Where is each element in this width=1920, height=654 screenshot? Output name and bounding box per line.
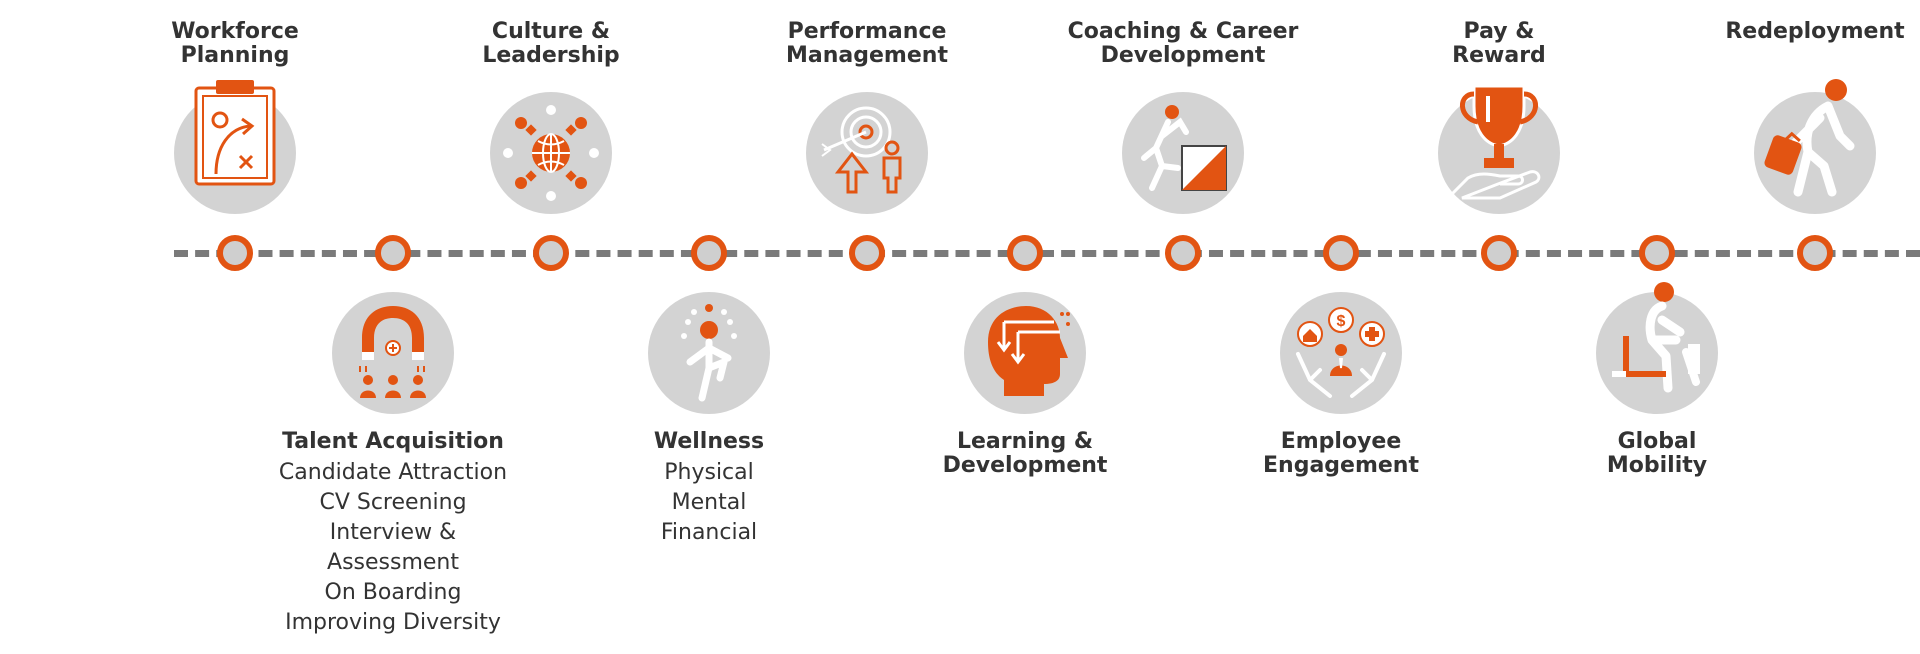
timeline-node: [1323, 235, 1359, 271]
label-workforce-planning: Workforce Planning: [171, 19, 299, 68]
list-item: On Boarding: [324, 580, 462, 605]
label-coaching-career-development: Coaching & Career Development: [1067, 19, 1299, 68]
icon-circle-performance-management: [806, 92, 928, 214]
wellness-sub-list: Physical Mental Financial: [579, 458, 839, 548]
label-employee-engagement: Employee Engagement: [1263, 429, 1419, 478]
icon-circle-culture-leadership: [490, 92, 612, 214]
list-item: Physical: [664, 460, 754, 485]
clipboard-strategy-icon: [194, 80, 276, 186]
list-item: Improving Diversity: [285, 610, 501, 635]
globe-team-icon: [503, 105, 599, 201]
list-item: CV Screening: [319, 490, 467, 515]
label-talent-acquisition: Talent Acquisition Candidate Attraction …: [263, 430, 523, 638]
list-item: Interview &: [329, 520, 457, 545]
list-item: Mental: [671, 490, 747, 515]
label-redeployment: Redeployment: [1725, 19, 1905, 44]
timeline-node: [1639, 235, 1675, 271]
timeline-node: [375, 235, 411, 271]
timeline-node: [1481, 235, 1517, 271]
timeline-node: [1797, 235, 1833, 271]
icon-circle-learning-development: [964, 292, 1086, 414]
icon-circle-global-mobility: [1596, 282, 1718, 414]
timeline-node: [1165, 235, 1201, 271]
magnet-people-icon: [359, 306, 426, 398]
list-item: Candidate Attraction: [278, 460, 508, 485]
balance-person-icon: [681, 304, 737, 402]
label-wellness: Wellness Physical Mental Financial: [579, 430, 839, 548]
icon-circle-redeployment: [1754, 79, 1876, 214]
list-item: Financial: [660, 520, 758, 545]
timeline-node: [691, 235, 727, 271]
timeline-node: [217, 235, 253, 271]
climbing-person-icon: [1141, 105, 1227, 191]
head-learning-icon: [988, 306, 1070, 396]
walking-person-bag-icon: [1764, 79, 1855, 197]
icon-circle-coaching-career-development: [1122, 92, 1244, 214]
target-growth-icon: [821, 106, 902, 194]
list-item: Assessment: [327, 550, 459, 575]
icon-circle-wellness: [648, 292, 770, 414]
timeline-node: [849, 235, 885, 271]
icon-circle-talent-acquisition: [332, 292, 454, 414]
talent-acquisition-sub-list: Candidate Attraction CV Screening Interv…: [263, 458, 523, 638]
timeline-dashed-line: [174, 250, 1920, 257]
seated-person-laptop-icon: [1612, 282, 1700, 393]
label-pay-reward: Pay & Reward: [1452, 19, 1546, 68]
timeline-node: [533, 235, 569, 271]
hands-engagement-icon: $: [1296, 307, 1386, 398]
svg-text:$: $: [1337, 313, 1346, 330]
icon-circle-workforce-planning: [174, 80, 296, 214]
trophy-hand-icon: [1448, 84, 1541, 200]
label-culture-leadership: Culture & Leadership: [482, 19, 620, 68]
icon-circle-employee-engagement: $: [1280, 292, 1402, 414]
timeline-node: [1007, 235, 1043, 271]
label-learning-development: Learning & Development: [942, 429, 1108, 478]
label-global-mobility: Global Mobility: [1606, 429, 1708, 478]
icon-circle-pay-reward: [1438, 84, 1560, 214]
label-performance-management: Performance Management: [786, 19, 948, 68]
